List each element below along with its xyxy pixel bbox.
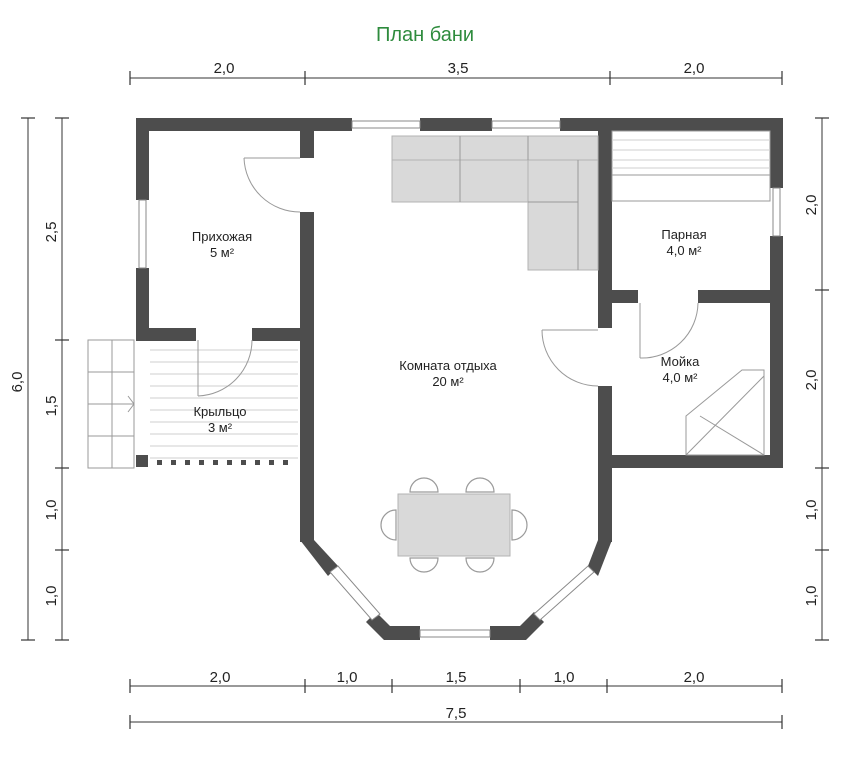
room-steam: Парная 4,0 м² <box>661 227 706 258</box>
dim-bottom-1: 2,0 <box>210 669 231 686</box>
room-washroom-area: 4,0 м² <box>663 370 699 385</box>
room-lounge-name: Комната отдыха <box>399 358 497 373</box>
dimension-lines <box>21 71 829 729</box>
dim-top-3: 2,0 <box>684 60 705 77</box>
room-lounge: Комната отдыха 20 м² <box>399 358 497 389</box>
dim-left-4: 1,0 <box>43 586 60 607</box>
porch-deck <box>150 349 298 459</box>
dim-right-1: 2,0 <box>803 195 820 216</box>
room-steam-area: 4,0 м² <box>667 243 703 258</box>
room-hallway-name: Прихожая <box>192 229 252 244</box>
porch-railing <box>136 455 288 467</box>
room-washroom-name: Мойка <box>661 354 700 369</box>
dining-set <box>380 477 528 573</box>
plan-title: План бани <box>376 24 474 46</box>
dim-bottom-2: 1,0 <box>337 669 358 686</box>
corner-sofa <box>391 135 599 271</box>
room-porch-name: Крыльцо <box>193 404 246 419</box>
walls <box>136 118 783 640</box>
door-swings <box>197 157 699 397</box>
steam-room-benches <box>611 130 771 202</box>
dim-left-total: 6,0 <box>9 372 26 393</box>
dim-right-2: 2,0 <box>803 370 820 391</box>
dim-top-1: 2,0 <box>214 60 235 77</box>
windows <box>138 120 781 638</box>
room-porch-area: 3 м² <box>208 420 233 435</box>
dim-bottom-5: 2,0 <box>684 669 705 686</box>
dim-bottom-3: 1,5 <box>446 669 467 686</box>
room-hallway: Прихожая 5 м² <box>192 229 252 260</box>
dim-left-1: 2,5 <box>43 222 60 243</box>
porch-steps <box>87 339 135 469</box>
room-lounge-area: 20 м² <box>432 374 464 389</box>
dim-right-4: 1,0 <box>803 586 820 607</box>
room-hallway-area: 5 м² <box>210 245 235 260</box>
room-steam-name: Парная <box>661 227 706 242</box>
dim-bottom-4: 1,0 <box>554 669 575 686</box>
dim-total-width: 7,5 <box>446 705 467 722</box>
dim-left-2: 1,5 <box>43 396 60 417</box>
dim-top-2: 3,5 <box>448 60 469 77</box>
shower-tray <box>685 369 765 456</box>
dim-right-3: 1,0 <box>803 500 820 521</box>
room-porch: Крыльцо 3 м² <box>193 404 246 435</box>
dim-left-3: 1,0 <box>43 500 60 521</box>
room-washroom: Мойка 4,0 м² <box>661 354 700 385</box>
